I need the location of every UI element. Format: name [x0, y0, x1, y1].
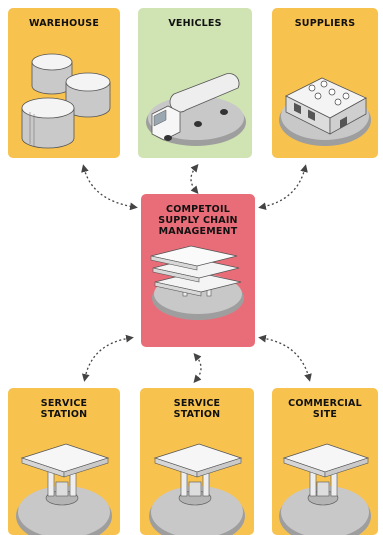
commercial-site-card[interactable]: COMMERCIAL SITE — [272, 388, 378, 535]
arrow-warehouse-center — [81, 164, 138, 211]
arrow-suppliers-center — [258, 164, 308, 211]
service-station-1-card[interactable]: SERVICE STATION — [8, 388, 120, 535]
service-station-2-label: SERVICE STATION — [173, 398, 221, 420]
vehicles-card[interactable]: VEHICLES — [138, 8, 252, 158]
warehouse-card[interactable]: WAREHOUSE — [8, 8, 120, 158]
vehicles-label: VEHICLES — [168, 18, 222, 29]
supply-chain-management-label: COMPETOIL SUPPLY CHAIN MANAGEMENT — [158, 204, 238, 237]
suppliers-card[interactable]: SUPPLIERS — [272, 8, 378, 158]
fuel-canopy-icon — [16, 443, 112, 535]
arrow-vehicles-center — [190, 164, 199, 194]
stacked-platform-icon — [150, 245, 244, 320]
refinery-building-icon — [279, 77, 371, 146]
fuel-canopy-icon — [149, 443, 245, 535]
storage-tanks-icon — [21, 53, 111, 149]
suppliers-label: SUPPLIERS — [294, 18, 356, 29]
supply-chain-management-card[interactable]: COMPETOIL SUPPLY CHAIN MANAGEMENT — [141, 194, 255, 347]
tanker-truck-icon — [146, 73, 246, 146]
arrow-center-commercial — [258, 334, 312, 382]
fuel-canopy-icon — [279, 443, 371, 535]
commercial-site-label: COMMERCIAL SITE — [288, 398, 362, 420]
service-station-1-label: SERVICE STATION — [40, 398, 88, 420]
service-station-2-card[interactable]: SERVICE STATION — [140, 388, 254, 535]
warehouse-label: WAREHOUSE — [28, 18, 100, 29]
arrow-center-station2 — [193, 353, 202, 383]
arrow-center-station1 — [81, 334, 134, 382]
